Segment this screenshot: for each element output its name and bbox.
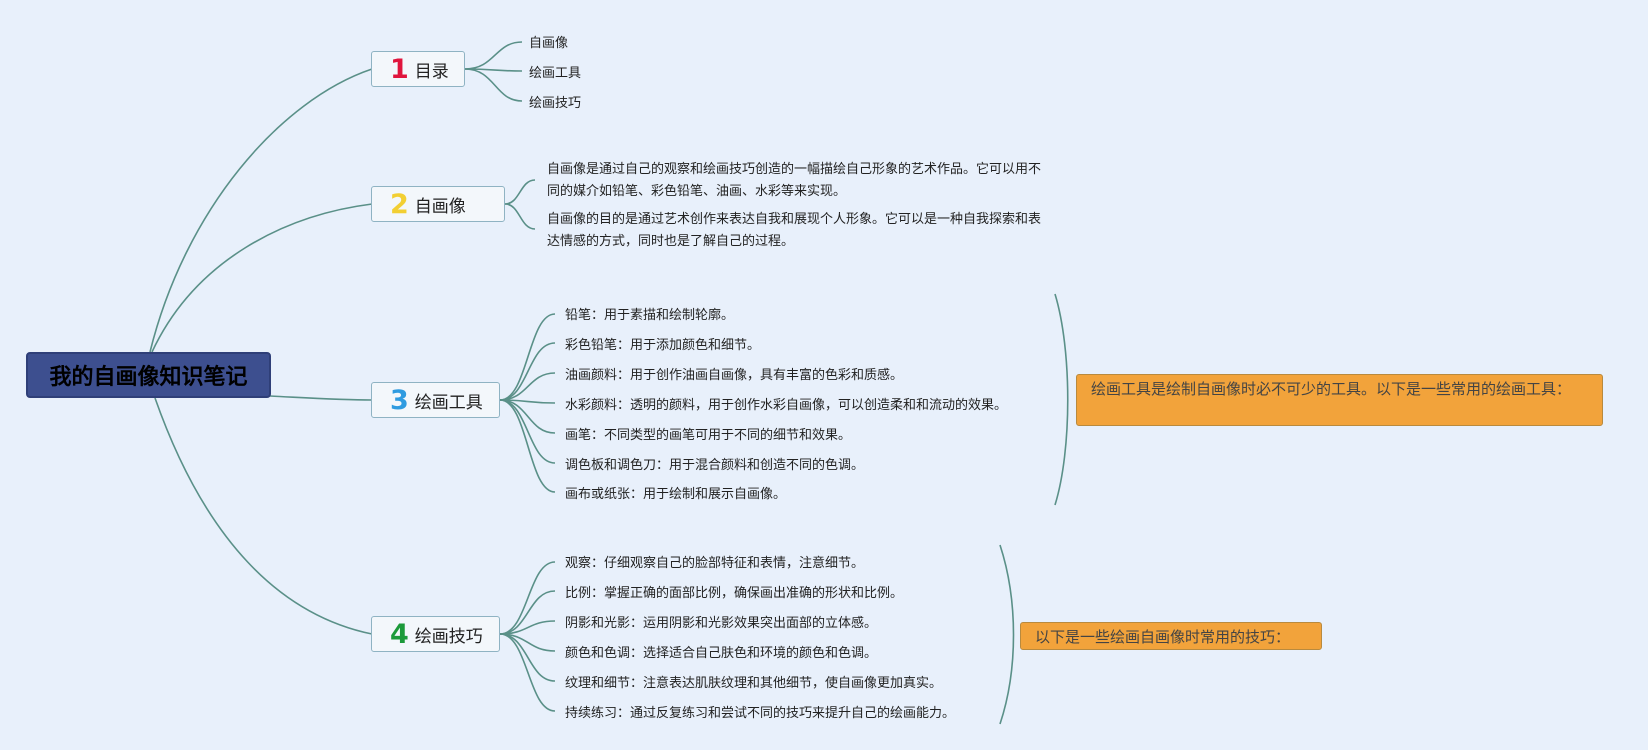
summary-bracket-3 — [1054, 293, 1069, 506]
branch-4-item[interactable]: 比例：掌握正确的面部比例，确保画出准确的形状和比例。 — [565, 586, 904, 601]
number-2-icon: 2 — [390, 188, 409, 220]
connector-b3-1 — [499, 313, 556, 401]
connector-b3-3 — [499, 372, 556, 401]
root-title: 我的自画像知识笔记 — [49, 365, 248, 390]
branch-4[interactable]: 4 绘画技巧 — [371, 616, 500, 652]
connector-b1-3 — [464, 68, 523, 102]
branch-3-summary-text: 绘画工具是绘制自画像时必不可少的工具。以下是一些常用的绘画工具： — [1091, 380, 1572, 398]
branch-1-item[interactable]: 绘画技巧 — [529, 96, 582, 111]
connector-root-2 — [151, 203, 373, 353]
number-4-icon: 4 — [390, 618, 409, 650]
branch-3-item[interactable]: 铅笔：用于素描和绘制轮廓。 — [565, 308, 735, 323]
connector-b4-5 — [499, 633, 556, 682]
branch-3-item[interactable]: 油画颜料：用于创作油画自画像，具有丰富的色彩和质感。 — [565, 368, 904, 383]
branch-2[interactable]: 2 自画像 — [371, 186, 505, 222]
branch-3[interactable]: 3 绘画工具 — [371, 382, 500, 418]
branch-4-summary-note[interactable]: 以下是一些绘画自画像时常用的技巧： — [1020, 622, 1322, 650]
branch-3-summary-note[interactable]: 绘画工具是绘制自画像时必不可少的工具。以下是一些常用的绘画工具： — [1076, 374, 1603, 426]
connector-root-3 — [269, 395, 373, 401]
branch-1-label: 目录 — [414, 61, 449, 82]
number-3-icon: 3 — [390, 384, 409, 416]
branch-2-item[interactable]: 自画像的目的是通过艺术创作来表达自我和展现个人形象。它可以是一种自我探索和表达情… — [547, 212, 1042, 249]
branch-4-item[interactable]: 颜色和色调：选择适合自己肤色和环境的颜色和色调。 — [565, 646, 878, 661]
branch-2-label: 自画像 — [414, 196, 466, 217]
number-1-icon: 1 — [390, 53, 409, 85]
connector-b2-2 — [504, 203, 536, 230]
connector-b4-2 — [499, 590, 556, 635]
branch-3-item[interactable]: 画笔：不同类型的画笔可用于不同的细节和效果。 — [565, 428, 852, 443]
connector-root-1 — [149, 68, 373, 353]
branch-4-summary-text: 以下是一些绘画自画像时常用的技巧： — [1035, 628, 1291, 646]
connector-b4-1 — [499, 561, 556, 635]
branch-1[interactable]: 1 目录 — [371, 51, 465, 87]
root-topic[interactable]: 我的自画像知识笔记 — [26, 352, 271, 398]
branch-3-item[interactable]: 画布或纸张：用于绘制和展示自画像。 — [565, 487, 787, 502]
summary-bracket-4 — [999, 544, 1015, 725]
connector-b1-1 — [464, 41, 523, 70]
connector-b4-6 — [499, 633, 556, 712]
branch-3-item[interactable]: 水彩颜料：透明的颜料，用于创作水彩自画像，可以创造柔和和流动的效果。 — [565, 398, 1008, 413]
connector-b2-1 — [504, 179, 536, 205]
branch-1-item[interactable]: 绘画工具 — [529, 66, 582, 81]
branch-3-item[interactable]: 调色板和调色刀：用于混合颜料和创造不同的色调。 — [565, 458, 865, 473]
branch-3-label: 绘画工具 — [414, 392, 483, 413]
branch-4-label: 绘画技巧 — [414, 626, 483, 647]
connector-b3-7 — [499, 399, 556, 493]
connector-b3-2 — [499, 342, 556, 401]
branch-2-item[interactable]: 自画像是通过自己的观察和绘画技巧创造的一幅描绘自己形象的艺术作品。它可以用不同的… — [547, 162, 1042, 199]
branch-1-item[interactable]: 自画像 — [529, 36, 569, 51]
branch-3-item[interactable]: 彩色铅笔：用于添加颜色和细节。 — [565, 338, 761, 353]
connector-b3-5 — [499, 399, 556, 434]
branch-4-item[interactable]: 观察：仔细观察自己的脸部特征和表情，注意细节。 — [565, 556, 865, 571]
connector-root-4 — [154, 397, 373, 635]
branch-4-item[interactable]: 纹理和细节：注意表达肌肤纹理和其他细节，使自画像更加真实。 — [565, 676, 943, 691]
branch-4-item[interactable]: 阴影和光影：运用阴影和光影效果突出面部的立体感。 — [565, 616, 878, 631]
branch-4-item[interactable]: 持续练习：通过反复练习和尝试不同的技巧来提升自己的绘画能力。 — [565, 706, 956, 721]
